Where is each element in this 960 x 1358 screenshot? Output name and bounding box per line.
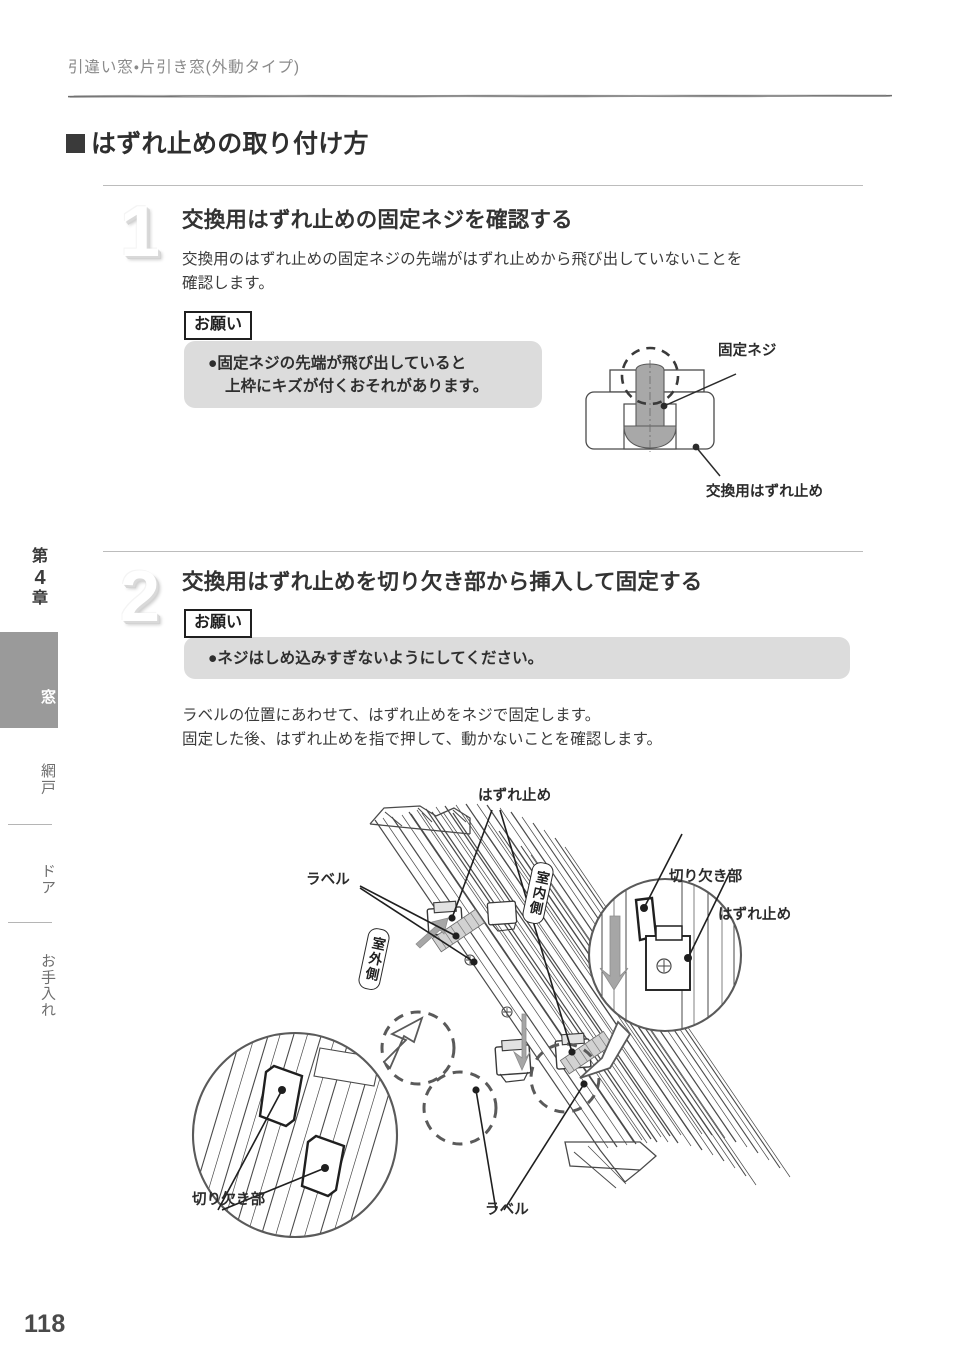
- sidebar-tab-mado-label: 窓: [39, 688, 56, 706]
- step-1-body: 交換用のはずれ止めの固定ネジの先端がはずれ止めから飛び出していないことを 確認し…: [182, 248, 872, 296]
- header-brush-rule: [68, 94, 892, 98]
- section-title-text: はずれ止めの取り付け方: [91, 130, 369, 158]
- sidebar-tab-amido[interactable]: 網戸: [0, 748, 58, 804]
- chapter-number: 4: [34, 566, 46, 589]
- bullet-icon: ●: [208, 355, 218, 372]
- sidebar-tab-care[interactable]: お手入れ: [0, 940, 58, 1026]
- step-2-body-line-1: ラベルの位置にあわせて、はずれ止めをネジで固定します。: [182, 707, 601, 724]
- label-replacement-stopper: 交換用はずれ止め: [706, 484, 824, 500]
- running-header-title: 引違い窓・片引き窓(外動タイプ): [68, 59, 300, 76]
- label-sticker-bottom: ラベル: [485, 1202, 529, 1218]
- step-2-body-line-2: 固定した後、はずれ止めを指で押して、動かないことを確認します。: [182, 731, 663, 749]
- sidebar-tab-door[interactable]: ドア: [0, 848, 58, 904]
- sidebar-divider-1: [8, 824, 52, 825]
- step-2-note-box: [184, 637, 850, 679]
- step-2-note-text: ●ネジはしめ込みすぎないようにしてください。: [208, 647, 543, 670]
- label-notch-bottom-left: 切り欠き部: [192, 1192, 266, 1208]
- step-1-note-box: [184, 341, 542, 408]
- step-1-number: 1: [119, 192, 161, 272]
- step-2-divider: [103, 551, 863, 552]
- sidebar-tab-care-label: お手入れ: [39, 952, 56, 1018]
- section-title: はずれ止めの取り付け方: [66, 124, 369, 160]
- chapter-prefix: 第: [31, 548, 48, 565]
- step-2-body: ラベルの位置にあわせて、はずれ止めをネジで固定します。 固定した後、はずれ止めを…: [182, 704, 872, 752]
- step-2-note-line-1: ●ネジはしめ込みすぎないようにしてください。: [208, 650, 544, 667]
- step-1-divider: [103, 185, 863, 186]
- sidebar-tab-door-label: ドア: [39, 862, 56, 896]
- sash-rail-figure: [191, 803, 791, 1239]
- step-2-number: 2: [119, 557, 161, 637]
- page-number: 118: [24, 1310, 66, 1338]
- sidebar-tab-amido-label: 網戸: [39, 762, 56, 796]
- step-1-body-line-1: 交換用のはずれ止めの固定ネジの先端がはずれ止めから飛び出していないことを: [182, 251, 743, 268]
- chapter-suffix: 章: [31, 590, 48, 608]
- filled-square-icon: [66, 133, 85, 153]
- step-1-note-line-2: 上枠にキズが付くおそれがあります。: [225, 378, 489, 396]
- chapter-indicator: 第 4 章: [22, 548, 58, 609]
- label-stopper-top: はずれ止め: [478, 788, 552, 804]
- step-1-heading: 交換用はずれ止めの固定ネジを確認する: [182, 208, 573, 232]
- step-1-note-text: ●固定ネジの先端が飛び出していると 上枠にキズが付くおそれがあります。: [208, 352, 488, 399]
- bullet-icon: ●: [208, 650, 218, 667]
- screw-detail-figure: [585, 346, 737, 477]
- step-2-heading: 交換用はずれ止めを切り欠き部から挿入して固定する: [182, 570, 703, 594]
- step-1-note-tag: お願い: [184, 311, 253, 340]
- sidebar-tab-mado[interactable]: 窓: [0, 632, 58, 728]
- label-stopper-right: はずれ止め: [718, 907, 792, 923]
- label-sticker-left: ラベル: [306, 872, 350, 888]
- sidebar-divider-2: [8, 922, 52, 923]
- step-1-note-line-1: ●固定ネジの先端が飛び出していると: [208, 355, 467, 372]
- step-2-note-tag: お願い: [184, 609, 253, 638]
- step-1-body-line-2: 確認します。: [182, 275, 274, 293]
- label-fixing-screw: 固定ネジ: [718, 343, 777, 359]
- label-notch-right: 切り欠き部: [669, 869, 743, 885]
